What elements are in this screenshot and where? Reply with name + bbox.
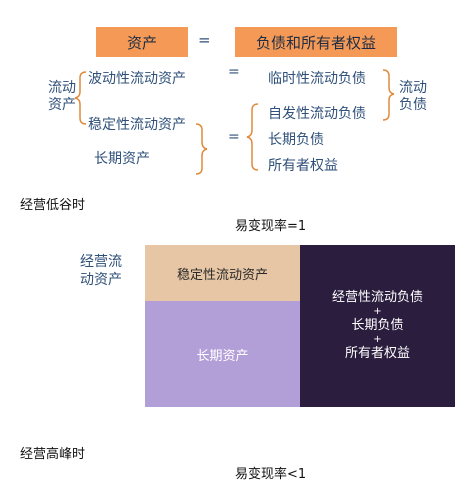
long-term-debt-line: 长期负债: [351, 318, 404, 333]
equals-sign-top: =: [198, 31, 211, 49]
plus-sign-1: +: [373, 306, 382, 317]
left-brace: [74, 71, 87, 125]
stable-current-assets-block-label: 稳定性流动资产: [176, 267, 268, 283]
current-liabilities-group-label: 流动 负债: [399, 80, 427, 113]
right-brace: [382, 69, 395, 121]
low-season-label: 经营低谷时: [20, 198, 86, 213]
owners-equity-line: 所有者权益: [344, 346, 410, 361]
middle-brace: [195, 123, 208, 175]
long-term-assets: 长期资产: [94, 151, 150, 167]
long-term-assets-block: 长期资产: [145, 301, 300, 407]
temporary-current-liabilities: 临时性流动负债: [268, 71, 366, 87]
spontaneous-current-liabilities: 自发性流动负债: [268, 106, 366, 122]
liabilities-equity-block: 经营性流动负债 + 长期负债 + 所有者权益: [300, 245, 455, 407]
operating-current-liabilities: 经营性流动负债: [331, 290, 423, 305]
asset-label: 资产: [126, 33, 157, 52]
peak-season-label: 经营高峰时: [20, 447, 86, 462]
equals-sign-1: =: [228, 64, 240, 80]
liability-brace: [246, 103, 259, 171]
volatile-current-assets: 波动性流动资产: [88, 71, 186, 87]
stable-current-assets: 稳定性流动资产: [88, 117, 186, 133]
liability-equity-box: 负债和所有者权益: [235, 27, 397, 57]
current-assets-group-label: 流动 资产: [48, 80, 76, 113]
plus-sign-2: +: [373, 334, 382, 345]
low-season-ratio: 易变现率=1: [235, 219, 307, 234]
liability-equity-label: 负债和所有者权益: [255, 33, 376, 52]
equals-sign-2: =: [228, 129, 240, 145]
operating-current-assets-label: 经营流 动资产: [80, 254, 122, 288]
braces-layer: [74, 69, 395, 175]
long-term-assets-block-label: 长期资产: [196, 348, 249, 364]
asset-box: 资产: [96, 27, 188, 57]
peak-season-ratio: 易变现率<1: [235, 467, 307, 482]
owners-equity: 所有者权益: [268, 158, 338, 174]
stable-current-assets-block: 稳定性流动资产: [145, 245, 300, 301]
long-term-debt: 长期负债: [268, 132, 324, 148]
